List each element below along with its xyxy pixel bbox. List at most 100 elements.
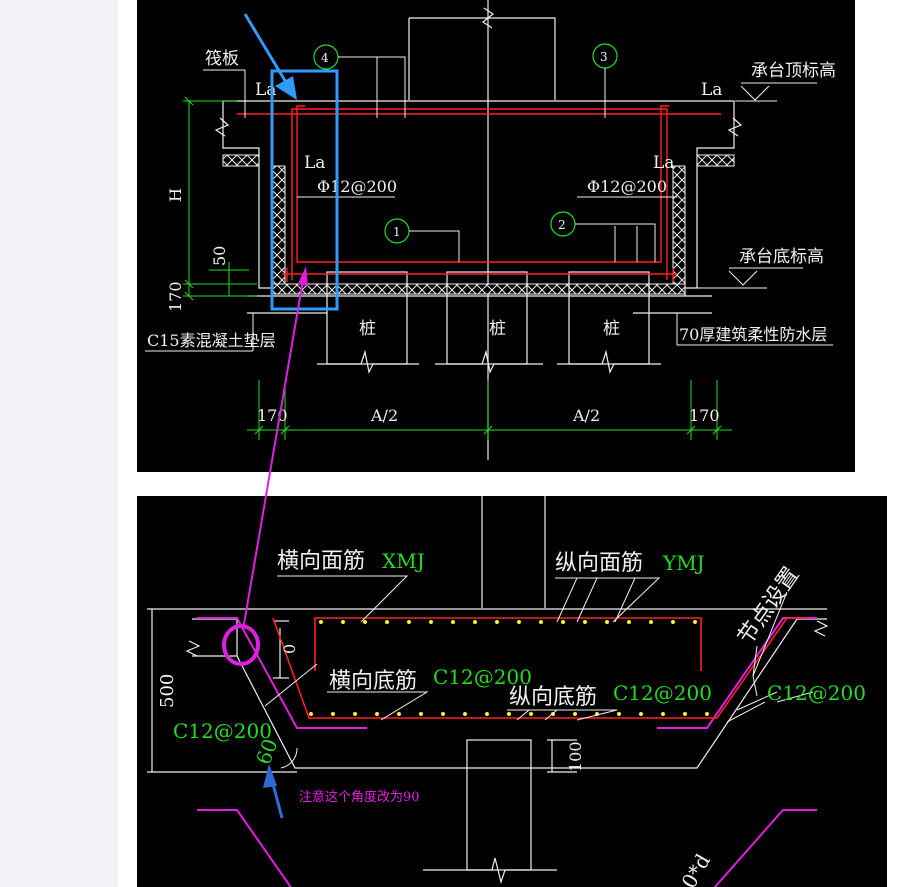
dim-100-label: 100 [566, 741, 585, 772]
horizontal-top-bar-label: 横向面筋 [277, 549, 365, 574]
red-rebar [237, 105, 721, 282]
rebar-dot [397, 712, 401, 716]
rebar-dot [319, 620, 323, 624]
rebar-dot [661, 712, 665, 716]
rebar-dot [507, 712, 511, 716]
raft-label: 筏板 [205, 49, 239, 69]
rebar-dot [463, 712, 467, 716]
waterproof-hatch [222, 154, 735, 295]
longitudinal-top-bar-label: 纵向面筋 [555, 551, 643, 576]
rebar-dot [617, 712, 621, 716]
rebar-dot [375, 712, 379, 716]
rebar-dot [529, 712, 533, 716]
pile-label-1: 桩 [359, 319, 376, 339]
highlight-box [270, 69, 339, 311]
rebar-dot [683, 712, 687, 716]
longitudinal-bottom-bar-label: 纵向底筋 [509, 685, 597, 710]
rebar-dot [341, 620, 345, 624]
waterproof-layer-label: 70厚建筑柔性防水层 [679, 325, 827, 344]
pile-label-2: 桩 [489, 319, 506, 339]
rebar-dot [693, 620, 697, 624]
leader-lines [264, 575, 814, 723]
dim-170-right-label: 170 [689, 406, 720, 425]
la-label-left: La [304, 153, 325, 173]
content-gutter [118, 0, 137, 887]
rebar-dots-bottom [309, 712, 709, 716]
rebar-dot [331, 712, 335, 716]
rebar-dot [495, 620, 499, 624]
la-label-right: La [653, 153, 674, 173]
horizontal-top-bar-code: XMJ [382, 549, 425, 573]
raft-section-svg: 横向面筋 XMJ 纵向面筋 YMJ 节点设置 横向底筋 C12@200 纵向底筋… [147, 496, 866, 887]
cushion-layer-label: C15素混凝土垫层 [147, 331, 276, 350]
rebar-dot [561, 620, 565, 624]
rebar-dot [627, 620, 631, 624]
rebar-dot [517, 620, 521, 624]
rebar-dot [639, 712, 643, 716]
rebar-dot [671, 620, 675, 624]
blue-arrow-bottom [263, 764, 284, 819]
rebar-dot [451, 620, 455, 624]
rebar-dot [649, 620, 653, 624]
callout-2: 2 [558, 218, 566, 232]
angle-arc [280, 747, 298, 769]
rebar-dot [363, 620, 367, 624]
cap-outline [214, 100, 743, 314]
callout-1: 1 [393, 225, 401, 239]
dim-170-left-label: 170 [257, 406, 288, 425]
rebar-dot [385, 620, 389, 624]
dim-half-a-right-label: A/2 [572, 406, 600, 425]
cap-top-elevation-label: 承台顶标高 [751, 61, 836, 81]
right-slope-bar-spec: C12@200 [767, 681, 866, 705]
callout-3: 3 [600, 50, 608, 64]
dim-500-label: 500 [157, 674, 178, 708]
rebar-dot [353, 712, 357, 716]
note-angle-change: 注意这个角度改为90 [299, 789, 420, 805]
cad-drawing-raft-section: 横向面筋 XMJ 纵向面筋 YMJ 节点设置 横向底筋 C12@200 纵向底筋… [137, 496, 887, 887]
pile-cap-section-svg: 桩 桩 桩 4 3 1 2 筏板 La La La [145, 0, 836, 460]
magenta-profile [197, 617, 817, 887]
piles [317, 271, 661, 374]
cap-concrete-outline [147, 608, 829, 773]
rebar-dot [539, 620, 543, 624]
rebar-dot [583, 620, 587, 624]
rebar-dot [429, 620, 433, 624]
dim-170-vertical-label: 170 [166, 281, 185, 312]
cad-drawing-pile-cap-section: 桩 桩 桩 4 3 1 2 筏板 La La La [137, 0, 855, 472]
dim-h-label: H [166, 188, 185, 202]
left-slope-bar-spec: C12@200 [173, 719, 272, 743]
rebar-dot [407, 620, 411, 624]
red-rebar [272, 617, 807, 719]
longitudinal-bottom-bar-spec: C12@200 [613, 681, 712, 705]
rebar-dot [441, 712, 445, 716]
column-stub [408, 0, 556, 460]
la-label-top-right: La [701, 80, 722, 100]
elevation-marker-bottom [697, 267, 803, 289]
callout-4: 4 [321, 51, 329, 65]
blue-arrow-top [243, 13, 297, 100]
left-sidebar [0, 0, 119, 887]
partial-dimension-label: 0*d [677, 850, 716, 887]
rebar-dot [485, 712, 489, 716]
rebar-spec-left: Φ12@200 [317, 177, 397, 196]
elevation-marker-top [735, 82, 817, 102]
rebar-dot [705, 712, 709, 716]
horizontal-bottom-bar-label: 横向底筋 [329, 669, 417, 694]
rebar-dot [605, 620, 609, 624]
rebar-dots [319, 620, 697, 624]
horizontal-bottom-bar-spec: C12@200 [433, 665, 532, 689]
rebar-dot [573, 712, 577, 716]
rebar-dot [419, 712, 423, 716]
column-outline [423, 496, 557, 885]
highlight-circle [222, 624, 260, 666]
rebar-spec-right: Φ12@200 [587, 177, 667, 196]
pile-label-3: 桩 [603, 319, 620, 339]
dimension-lines [183, 96, 732, 440]
rebar-dot [473, 620, 477, 624]
callouts [313, 43, 618, 244]
dim-0-label: 0 [280, 644, 299, 654]
rebar-dot [309, 712, 313, 716]
dim-50-label: 50 [210, 246, 229, 266]
cap-bottom-elevation-label: 承台底标高 [739, 247, 824, 267]
longitudinal-top-bar-code: YMJ [662, 551, 705, 575]
